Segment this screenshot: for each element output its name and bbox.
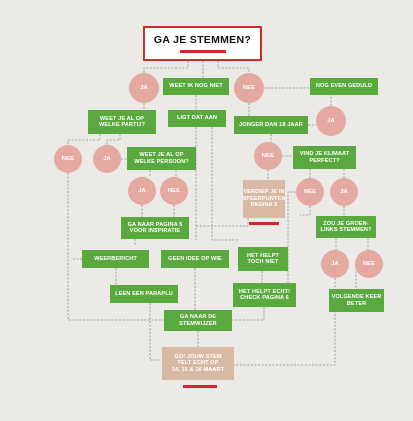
connector-line	[232, 307, 265, 321]
node-zou-je-groenlinks: ZOU JE GROEN- LINKS STEMMEN?	[316, 216, 376, 238]
title-underline	[179, 50, 226, 54]
title-text: GA JE STEMMEN?	[153, 33, 252, 46]
answer-ja-3: JA	[93, 145, 121, 173]
node-nog-even-geduld: NOG EVEN GEDULD	[310, 78, 378, 95]
node-ligt-dat-aan: LIGT DAT AAN	[168, 110, 226, 127]
connector-line	[217, 61, 250, 73]
node-weet-ik-nog-niet: WEET IK NOG NIET	[163, 78, 229, 95]
verdiep-je-text: VERDIEP JE IN SPEERPUNTEN PAGINA 2	[242, 189, 286, 209]
final-underline	[183, 385, 217, 388]
connector-line	[149, 303, 162, 361]
connector-line	[287, 191, 296, 300]
connector-line	[300, 206, 311, 216]
node-weet-persoon: WEET JE AL OP WELKE PERSOON?	[127, 147, 196, 170]
node-verdiep-je: VERDIEP JE IN SPEERPUNTEN PAGINA 2	[242, 180, 286, 225]
node-geen-idee: GEEN IDEE OP WIE	[161, 250, 229, 268]
node-het-helpt-echt: HET HELPT ECHT! CHECK PAGINA 6	[233, 283, 296, 307]
node-weet-partij: WEET JE AL OP WELKE PARTIJ?	[88, 110, 156, 134]
node-het-helpt-toch-niet: HET HELPT TOCH NIET	[238, 247, 288, 271]
verdiep-je-underline	[249, 222, 279, 225]
answer-nee-5: NEE	[296, 178, 324, 206]
node-weerbericht: WEERBERICHT	[82, 250, 149, 268]
answer-nee-4: NEE	[160, 177, 188, 205]
node-final: GO! JOUW STEM TELT ECHT OP 14, 15 & 16 M…	[162, 347, 234, 388]
answer-ja-1: JA	[129, 73, 159, 103]
final-text: GO! JOUW STEM TELT ECHT OP 14, 15 & 16 M…	[171, 353, 225, 373]
connector-line	[211, 127, 238, 241]
node-volgende-keer-beter: VOLGENDE KEER BETER	[329, 289, 384, 312]
node-jonger-dan-18: JONGER DAN 18 JAAR	[234, 116, 308, 134]
connector-line	[67, 134, 101, 145]
node-ga-naar-stemwijzer: GA NAAR DE STEMWIJZER	[164, 310, 232, 331]
node-ga-naar-pagina-5: GA NAAR PAGINA 5 VOOR INSPIRATIE	[121, 217, 189, 239]
connector-line	[143, 61, 189, 73]
answer-ja-5: JA	[330, 178, 358, 206]
node-vind-je-klimaat: VIND JE KLIMAAT PERFECT?	[293, 146, 356, 169]
node-leen-een-paraplu: LEEN EEN PARAPLU	[110, 285, 178, 303]
answer-nee-2: NEE	[54, 145, 82, 173]
answer-nee-1: NEE	[234, 73, 264, 103]
connector-line	[106, 134, 121, 145]
answer-nee-6: NEE	[355, 250, 383, 278]
answer-ja-6: JA	[321, 250, 349, 278]
answer-nee-3: NEE	[254, 142, 282, 170]
flowchart-title: GA JE STEMMEN?	[143, 26, 262, 61]
connector-line	[196, 218, 249, 227]
answer-ja-4: JA	[128, 177, 156, 205]
answer-ja-2: JA	[316, 106, 346, 136]
